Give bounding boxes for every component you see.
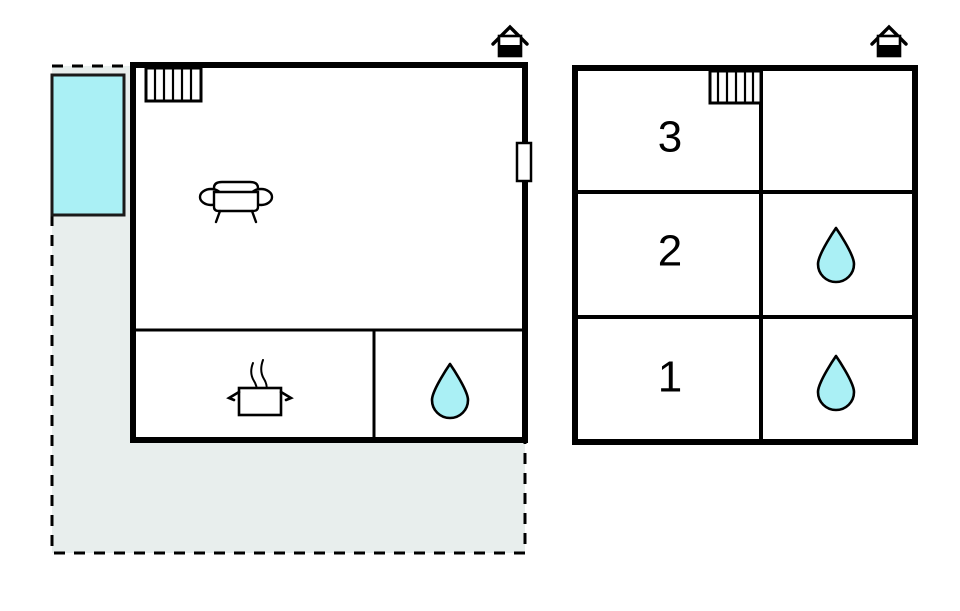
ground-floor-plan bbox=[50, 24, 533, 555]
bedroom-1-label: 1 bbox=[658, 353, 682, 402]
stairs-icon bbox=[144, 66, 203, 103]
cooking-pot-icon bbox=[226, 359, 294, 417]
water-drop-icon bbox=[816, 226, 856, 284]
water-drop-icon bbox=[816, 354, 856, 412]
house-north-icon bbox=[870, 24, 908, 58]
stairs-icon bbox=[708, 69, 763, 105]
house-north-icon bbox=[491, 24, 529, 58]
first-floor-outline bbox=[572, 65, 918, 445]
first-floor-plan: 3 2 1 bbox=[572, 24, 918, 445]
ground-floor-outline bbox=[130, 62, 528, 443]
bedroom-3-label: 3 bbox=[658, 113, 682, 162]
bedroom-2-label: 2 bbox=[658, 227, 682, 276]
pool-icon bbox=[50, 73, 126, 217]
sofa-icon bbox=[198, 180, 274, 224]
water-drop-icon bbox=[430, 362, 470, 420]
window-icon bbox=[515, 141, 533, 183]
